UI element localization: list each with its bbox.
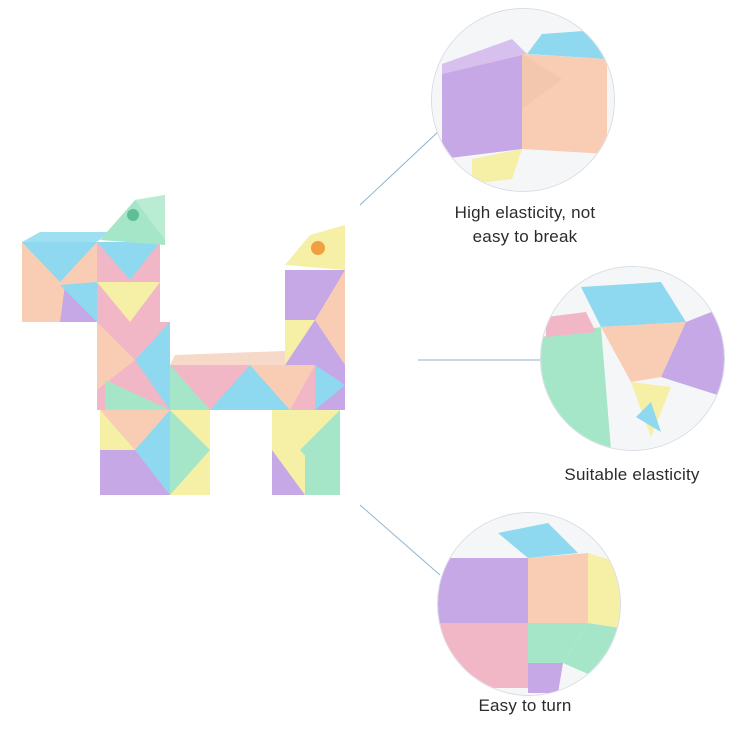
zoom-detail-image [541,267,724,450]
caption-turn: Easy to turn [478,696,572,715]
caption-suitable: Suitable elasticity [564,465,700,484]
connector-line-1 [359,129,441,206]
zoom-circle-turn [437,512,621,696]
connector-line-3 [359,504,441,576]
zoom-detail-image [438,513,620,695]
zoom-detail-image [432,9,614,191]
magic-snake-puzzle-image [22,195,345,495]
caption-elasticity: High elasticity, not easy to break [454,203,596,246]
zoom-circle-suitable [540,266,725,451]
zoom-circle-elasticity [431,8,615,192]
